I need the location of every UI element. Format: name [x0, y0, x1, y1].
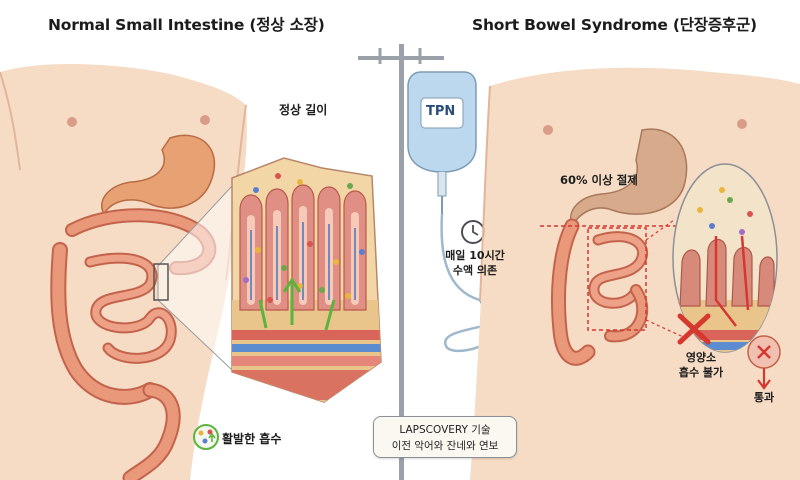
damaged-villi-zoom — [672, 163, 778, 353]
no-absorption-x-icon — [677, 313, 711, 345]
iv-pole — [358, 44, 444, 480]
callout-line-2: 이전 악어와 잔네와 연보 — [391, 440, 499, 452]
short-bowel — [551, 218, 649, 366]
malabsorption-label-line2: 흡수 불가 — [678, 366, 724, 379]
absorption-arrow-icon — [258, 277, 336, 331]
left-stomach — [101, 134, 216, 216]
nutrient-dots — [243, 173, 365, 303]
exit-outlet-icon — [747, 335, 781, 390]
iv-bag-label: TPN — [426, 104, 456, 119]
malabsorption-label-line1: 영양소 — [685, 351, 717, 364]
left-nipple-icon — [67, 115, 210, 127]
right-panel-title: Short Bowel Syndrome (단장증후군) — [472, 16, 757, 34]
callout-bubble: LAPSCOVERY 기술 이전 악어와 잔네와 연보 — [373, 416, 517, 458]
absorption-label: 활발한 흡수 — [222, 432, 282, 446]
villi-length-label: 정상 길이 — [279, 103, 328, 117]
passage-arrows — [714, 235, 750, 327]
absorption-badge-icon — [193, 424, 219, 450]
resection-label: 60% 이상 절제 — [560, 173, 638, 187]
clock-icon — [461, 220, 485, 244]
left-panel-title: Normal Small Intestine (정상 소장) — [48, 16, 325, 34]
right-nipple-icon — [543, 119, 747, 135]
dependency-label-line1: 매일 10시간 — [445, 249, 505, 262]
villi-cross-section — [231, 157, 382, 403]
callout-line-1: LAPSCOVERY 기술 — [399, 424, 491, 436]
iv-bag — [407, 71, 477, 214]
right-stomach — [569, 128, 688, 228]
dependency-label-line2: 수액 의존 — [452, 264, 498, 277]
resection-dashed-box — [540, 219, 691, 341]
passage-label: 통과 — [753, 391, 775, 404]
